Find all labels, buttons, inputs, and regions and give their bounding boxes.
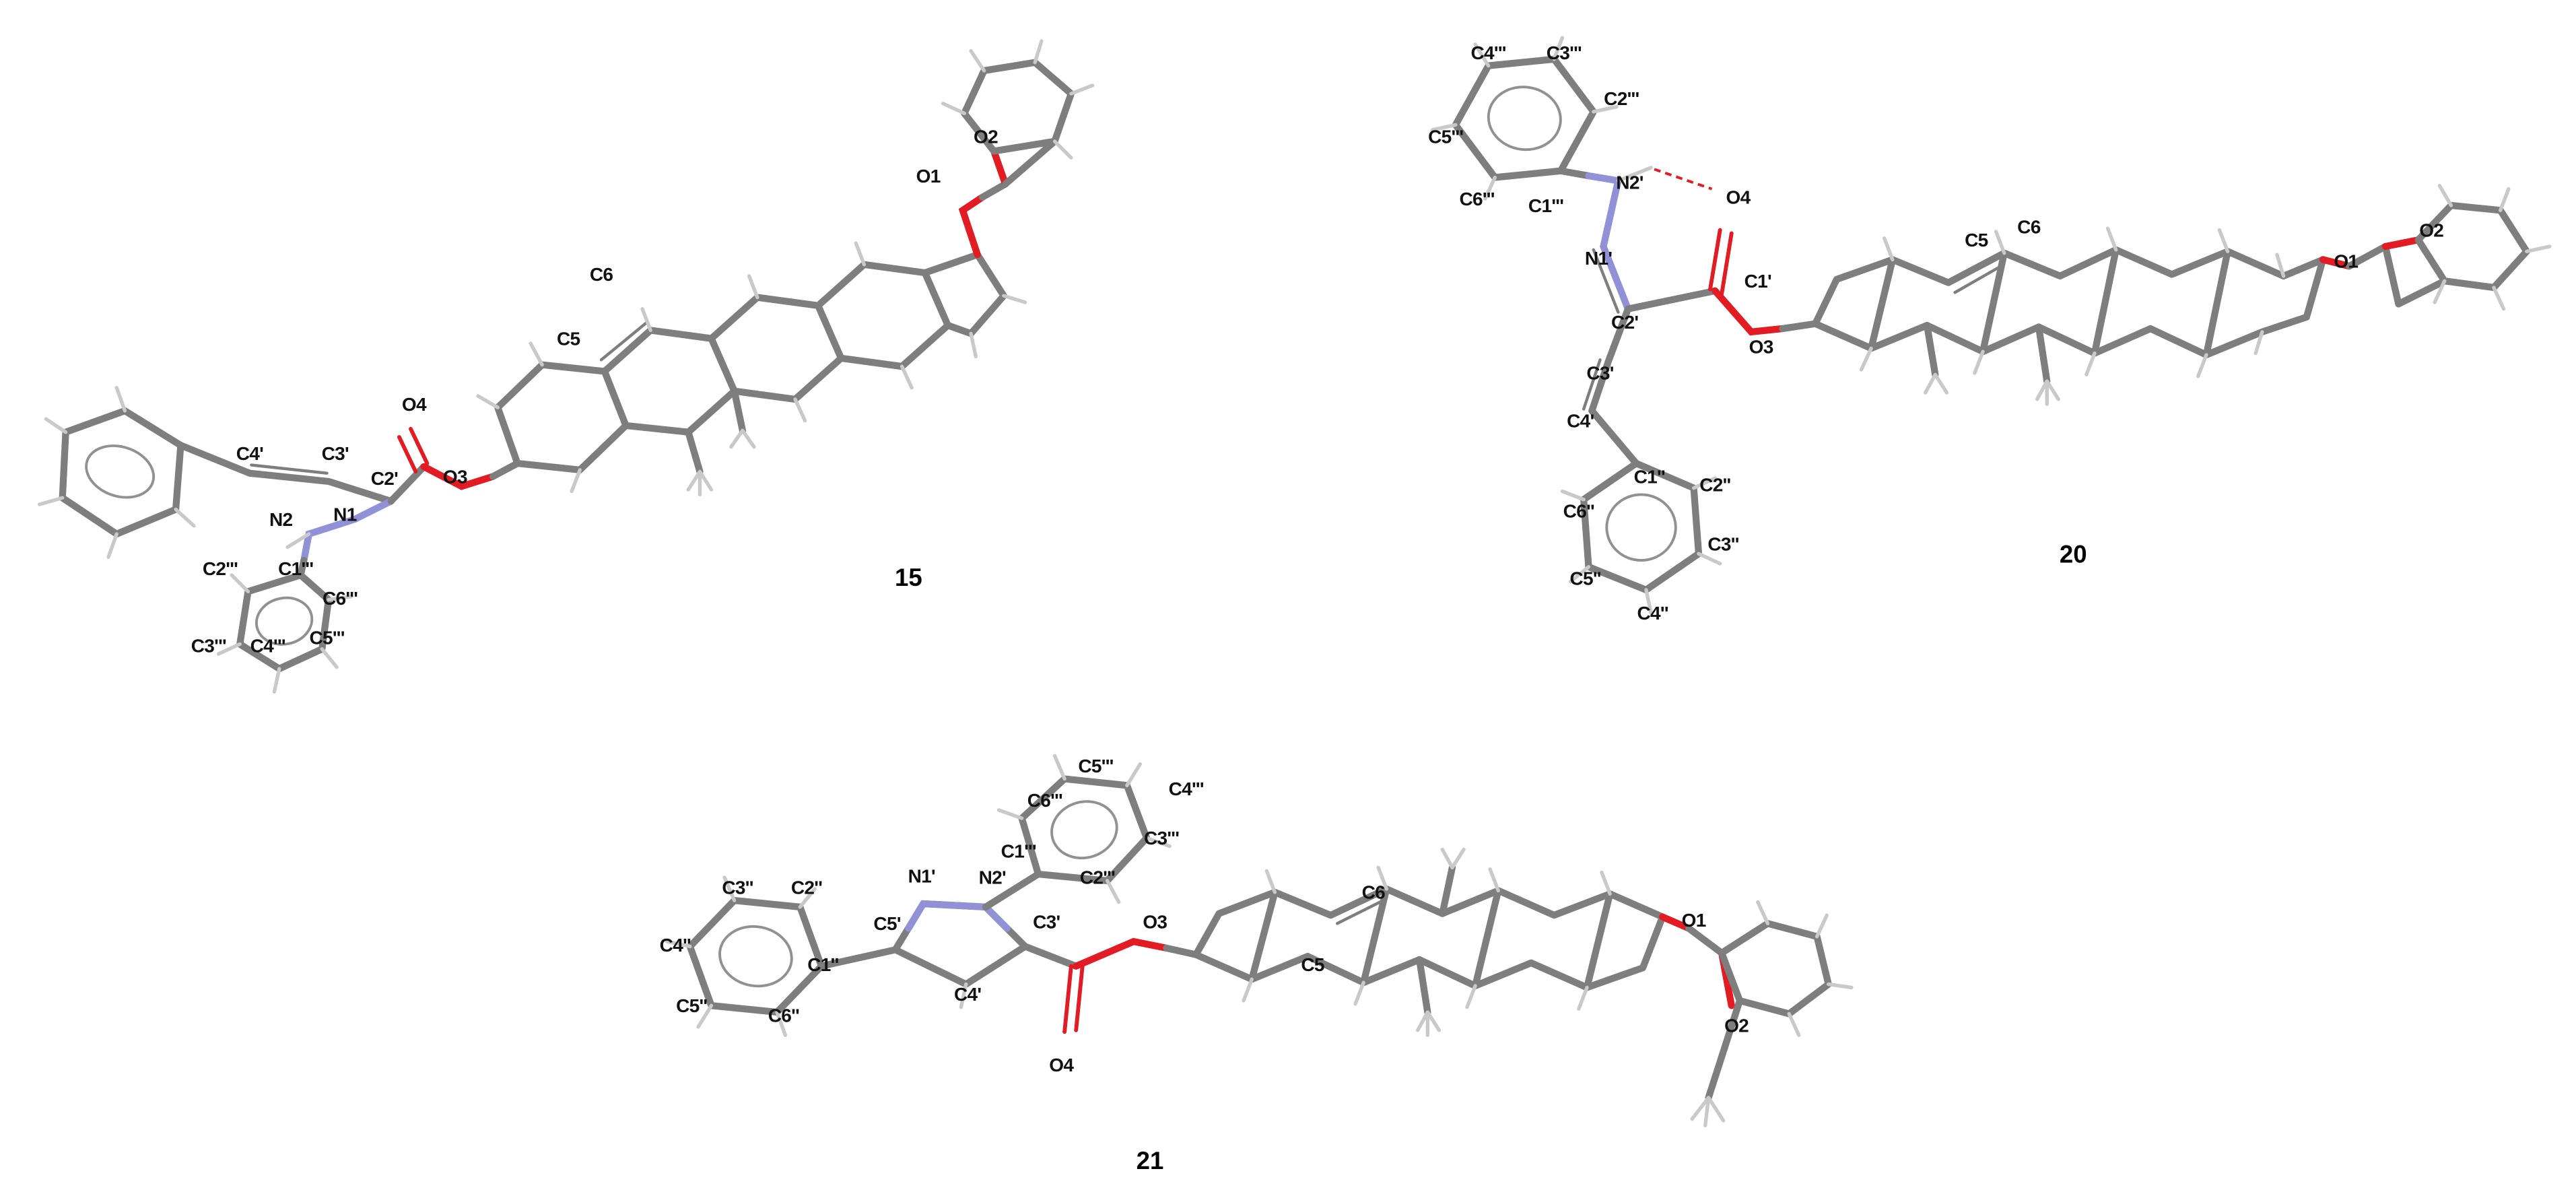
phenyl-ring-inner [85,444,156,499]
c5-c6-double-bond [599,321,649,362]
phenyl-ring [59,407,184,538]
carbonyl-double-bond [1062,962,1085,1034]
hydrogen-sticks [1430,36,2552,615]
structure-21-drawing [665,754,1854,1128]
ester-carbon-bond [387,463,428,505]
ester-oxygen-bond [1711,287,1786,336]
angular-methyls [685,387,747,475]
phenyl-ring [1580,459,1703,594]
phenyl-ring [1452,55,1597,181]
phenyl-ring-inner [1605,493,1677,562]
angular-methyls [1923,321,2051,385]
ester-oxygen-bond [1073,937,1170,970]
ester-oxygen-bond [420,463,497,490]
o1-bond [958,193,986,259]
o1-bond [2319,256,2353,270]
c2-c1-bond [1624,287,1719,312]
phenyl-ring [686,896,825,1016]
o1-bond [1659,913,1693,932]
alkyne-chain [177,442,395,505]
alkyne-parallel-bond [250,463,329,475]
hydrogen-sticks [37,39,1095,694]
steroid-skeleton [1192,885,1666,991]
ester-to-steroid-bond [1163,944,1200,958]
phenyl-to-pyrazole-bond [817,946,899,970]
ester-to-steroid-bond [1779,320,1819,333]
carbonyl-double-bond [397,426,430,474]
c5-c6-double-bond [1335,898,1385,925]
phenyl-ring-inner [255,596,314,646]
hydrogen-sticks [665,754,1854,1128]
steroid-skeleton [494,251,1007,473]
phenyl-ring [1018,775,1151,884]
nitrogen-bonds [1585,172,1632,312]
phenyl-ring-inner [1050,800,1118,860]
structure-20-drawing [1430,36,2552,615]
phenyl-ring-inner [718,925,793,988]
ester-carbon-bond [1021,943,1080,970]
c1-to-n2-bond [1557,167,1592,180]
n1-c2-double-bond [1592,248,1620,314]
ester-to-steroid-bond [489,459,521,480]
steroid-skeleton [1812,246,2327,359]
terminal-methyl [1705,997,1744,1102]
hydrogen-bond-dashed [1654,168,1713,191]
spiro-carbon-bond [2346,242,2448,308]
alkyne-parallel-bond [1582,358,1602,411]
angular-methyls [1416,864,1456,1016]
terminal-ring [2414,201,2530,292]
c5-c6-double-bond [1953,265,2003,294]
n-to-phenyl-bond [982,870,1042,911]
o2-bond [2381,236,2422,251]
o2-bond [990,147,1009,188]
hydrazone-nitrogen-bonds [300,498,395,564]
phenyl-ring-inner [1487,86,1562,152]
spiro-carbon-bond [978,180,1009,201]
nh-hydrogen [285,532,311,550]
phenyl-ring [236,571,333,673]
spiro-carbon-bond [1685,925,1726,957]
pyrazole-nitrogen-bonds [905,900,1011,932]
carbonyl-double-bond [1708,228,1734,296]
terminal-ring [961,59,1075,188]
nh-hydrogen [1616,166,1653,183]
alkyne-chain [1588,305,1640,467]
structure-15-drawing [37,39,1095,694]
